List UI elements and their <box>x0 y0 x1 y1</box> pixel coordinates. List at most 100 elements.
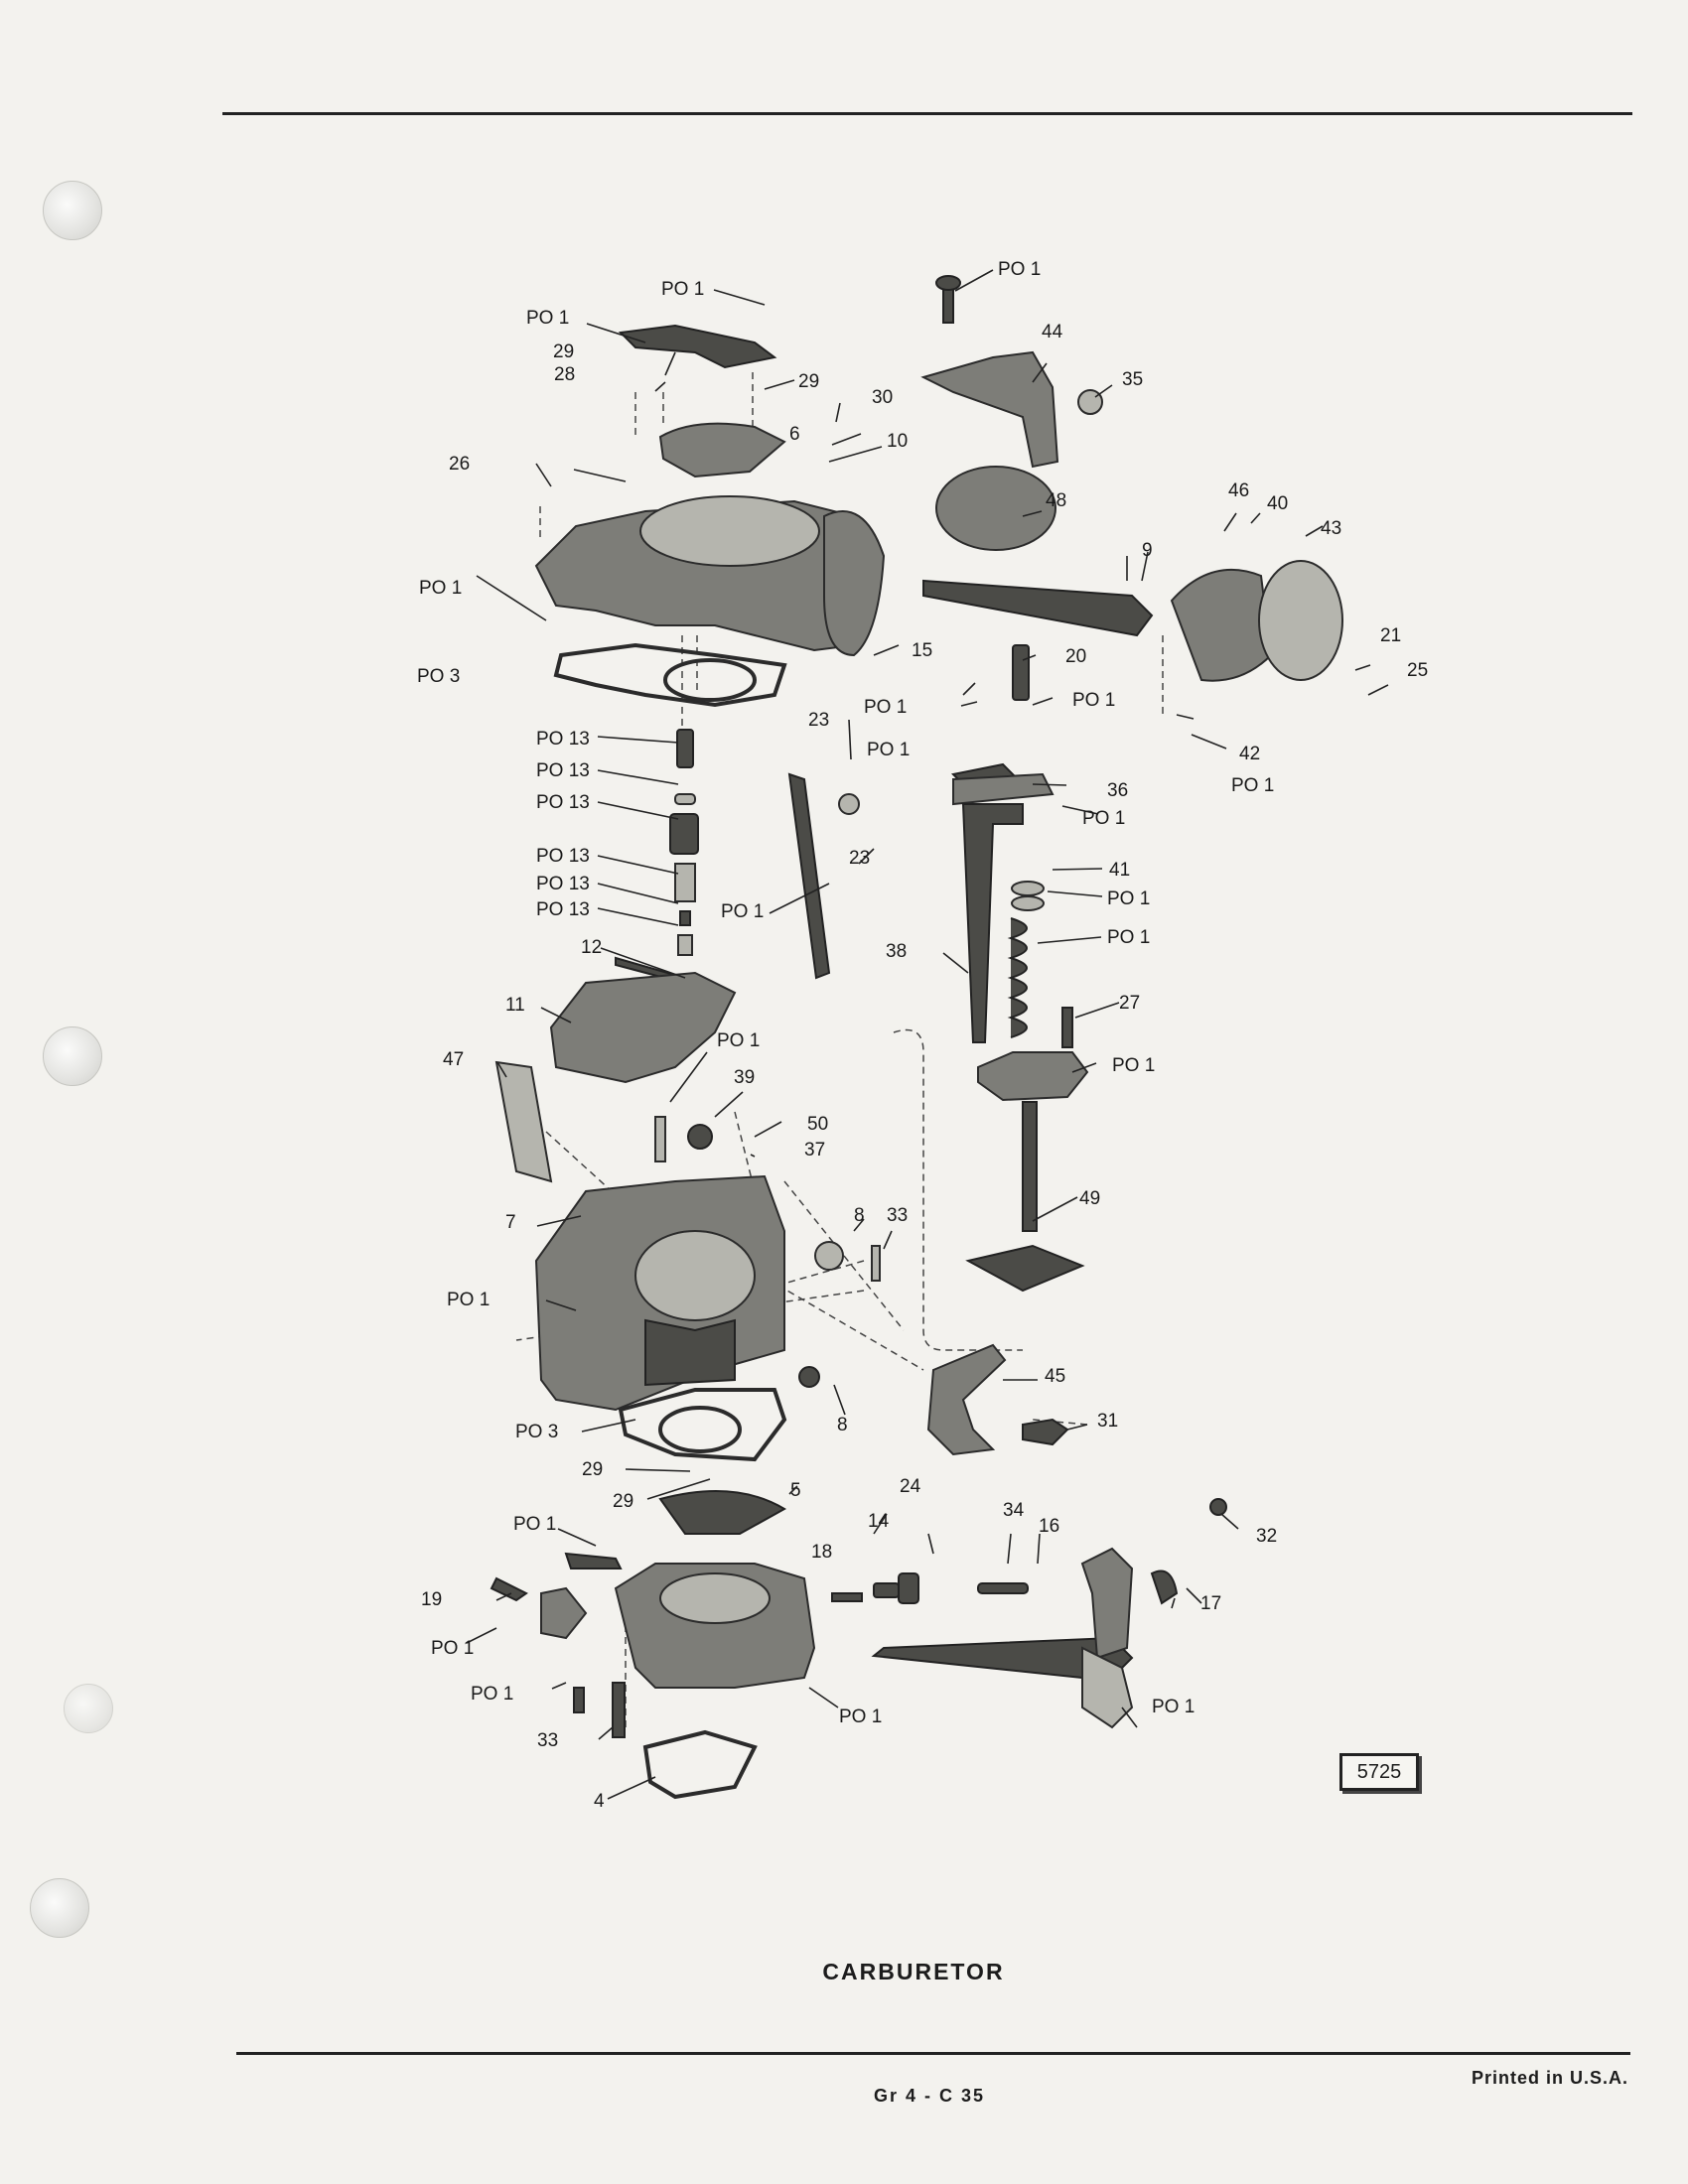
throttle-lever-parts <box>926 1343 1069 1456</box>
callout-labels: PO 1 PO 1 44 35 PO 1 29 28 29 30 6 10 26… <box>417 259 1428 1812</box>
callout: 38 <box>886 941 907 962</box>
callout: 37 <box>804 1140 825 1160</box>
flange-gasket <box>642 1729 758 1800</box>
callout: 23 <box>808 710 829 731</box>
callout: 49 <box>1079 1188 1100 1209</box>
callout: 40 <box>1267 493 1288 514</box>
air-horn-assembly <box>534 324 886 708</box>
callout: PO 1 <box>839 1706 882 1727</box>
callout: PO 3 <box>515 1422 558 1442</box>
callout: 41 <box>1109 860 1130 881</box>
figure-number: 5725 <box>1339 1753 1419 1791</box>
callout: 47 <box>443 1049 464 1070</box>
callout: 15 <box>912 640 932 661</box>
pump-plunger <box>952 644 1089 1293</box>
callout: 42 <box>1239 744 1260 764</box>
baffle-plate <box>494 1060 553 1183</box>
callout: 45 <box>1045 1366 1065 1387</box>
thermostat-cover <box>1170 568 1273 682</box>
throttle-shaft-parts <box>831 1498 1227 1729</box>
callout: 9 <box>1142 540 1153 561</box>
callout: PO 1 <box>998 259 1041 280</box>
pump-cover <box>977 1051 1089 1102</box>
vacuum-break <box>935 466 1056 551</box>
callout: PO 1 <box>1112 1055 1155 1076</box>
callout: PO 13 <box>536 760 590 781</box>
callout: PO 1 <box>526 308 569 329</box>
callout: 33 <box>887 1205 908 1226</box>
callout: PO 1 <box>1231 775 1274 796</box>
top-rule <box>222 112 1632 115</box>
callout: 27 <box>1119 993 1140 1014</box>
binder-hole <box>30 1878 89 1938</box>
callout: PO 1 <box>513 1514 556 1535</box>
choke-bracket <box>920 350 1059 469</box>
air-horn-opening <box>639 495 820 567</box>
callout: PO 1 <box>419 578 462 599</box>
choke-cap <box>1258 560 1343 681</box>
choke-housing <box>823 510 886 657</box>
callout: 25 <box>1407 660 1428 681</box>
callout: 10 <box>887 431 908 452</box>
callout: PO 1 <box>447 1290 490 1310</box>
callout: PO 1 <box>431 1638 474 1659</box>
callout: PO 1 <box>717 1030 760 1051</box>
throttle-body <box>490 1490 816 1800</box>
callout: PO 1 <box>1072 690 1115 711</box>
callout: 32 <box>1256 1526 1277 1547</box>
callout: 16 <box>1039 1516 1059 1537</box>
binder-hole <box>64 1684 113 1733</box>
callout: 29 <box>582 1459 603 1480</box>
choke-shaft <box>922 579 1154 637</box>
callout: 28 <box>554 364 575 385</box>
binder-hole <box>43 181 102 240</box>
screen <box>658 1490 787 1535</box>
callout: 12 <box>581 937 602 958</box>
needle-seat-parts <box>615 729 699 985</box>
callout: 39 <box>734 1067 755 1088</box>
callout: 34 <box>1003 1500 1025 1521</box>
cover-gasket-plate <box>658 422 786 478</box>
figure-caption: CARBURETOR <box>822 1959 1005 1984</box>
air-horn-gasket <box>553 642 787 708</box>
callout: PO 1 <box>867 740 910 760</box>
callout: 30 <box>872 387 893 408</box>
callout: 14 <box>868 1511 890 1532</box>
callout: 26 <box>449 454 470 475</box>
callout: 6 <box>789 424 800 445</box>
callout: 7 <box>505 1212 516 1233</box>
callout: PO 1 <box>1082 808 1125 829</box>
callout: 23 <box>849 848 870 869</box>
throttle-body-gasket <box>618 1388 787 1462</box>
callout: 48 <box>1046 490 1066 511</box>
callout: 20 <box>1065 646 1086 667</box>
callout: 31 <box>1097 1411 1118 1432</box>
callout: PO 1 <box>471 1684 513 1705</box>
callout: PO 1 <box>1152 1697 1195 1717</box>
callout: PO 1 <box>661 279 704 300</box>
nut <box>1077 389 1103 415</box>
callout: PO 13 <box>536 729 590 750</box>
callout: 35 <box>1122 369 1143 390</box>
bottom-rule <box>236 2052 1630 2055</box>
callout: 21 <box>1380 625 1401 646</box>
cover-plate <box>618 324 777 369</box>
callout: PO 1 <box>1107 888 1150 909</box>
callout: 8 <box>837 1415 848 1435</box>
leader-lines <box>466 269 1389 1800</box>
callout: 29 <box>553 341 574 362</box>
binder-hole <box>43 1026 102 1086</box>
callout: PO 1 <box>864 697 907 718</box>
callout: 44 <box>1042 322 1063 342</box>
callout: PO 13 <box>536 792 590 813</box>
callout: 50 <box>807 1114 828 1135</box>
callout: PO 13 <box>536 874 590 894</box>
callout: 4 <box>594 1791 605 1812</box>
callout: PO 3 <box>417 666 460 687</box>
callout: PO 13 <box>536 899 590 920</box>
callout: 19 <box>421 1589 442 1610</box>
callout: 17 <box>1200 1593 1221 1614</box>
callout: 18 <box>811 1542 832 1563</box>
callout: 29 <box>798 371 819 392</box>
